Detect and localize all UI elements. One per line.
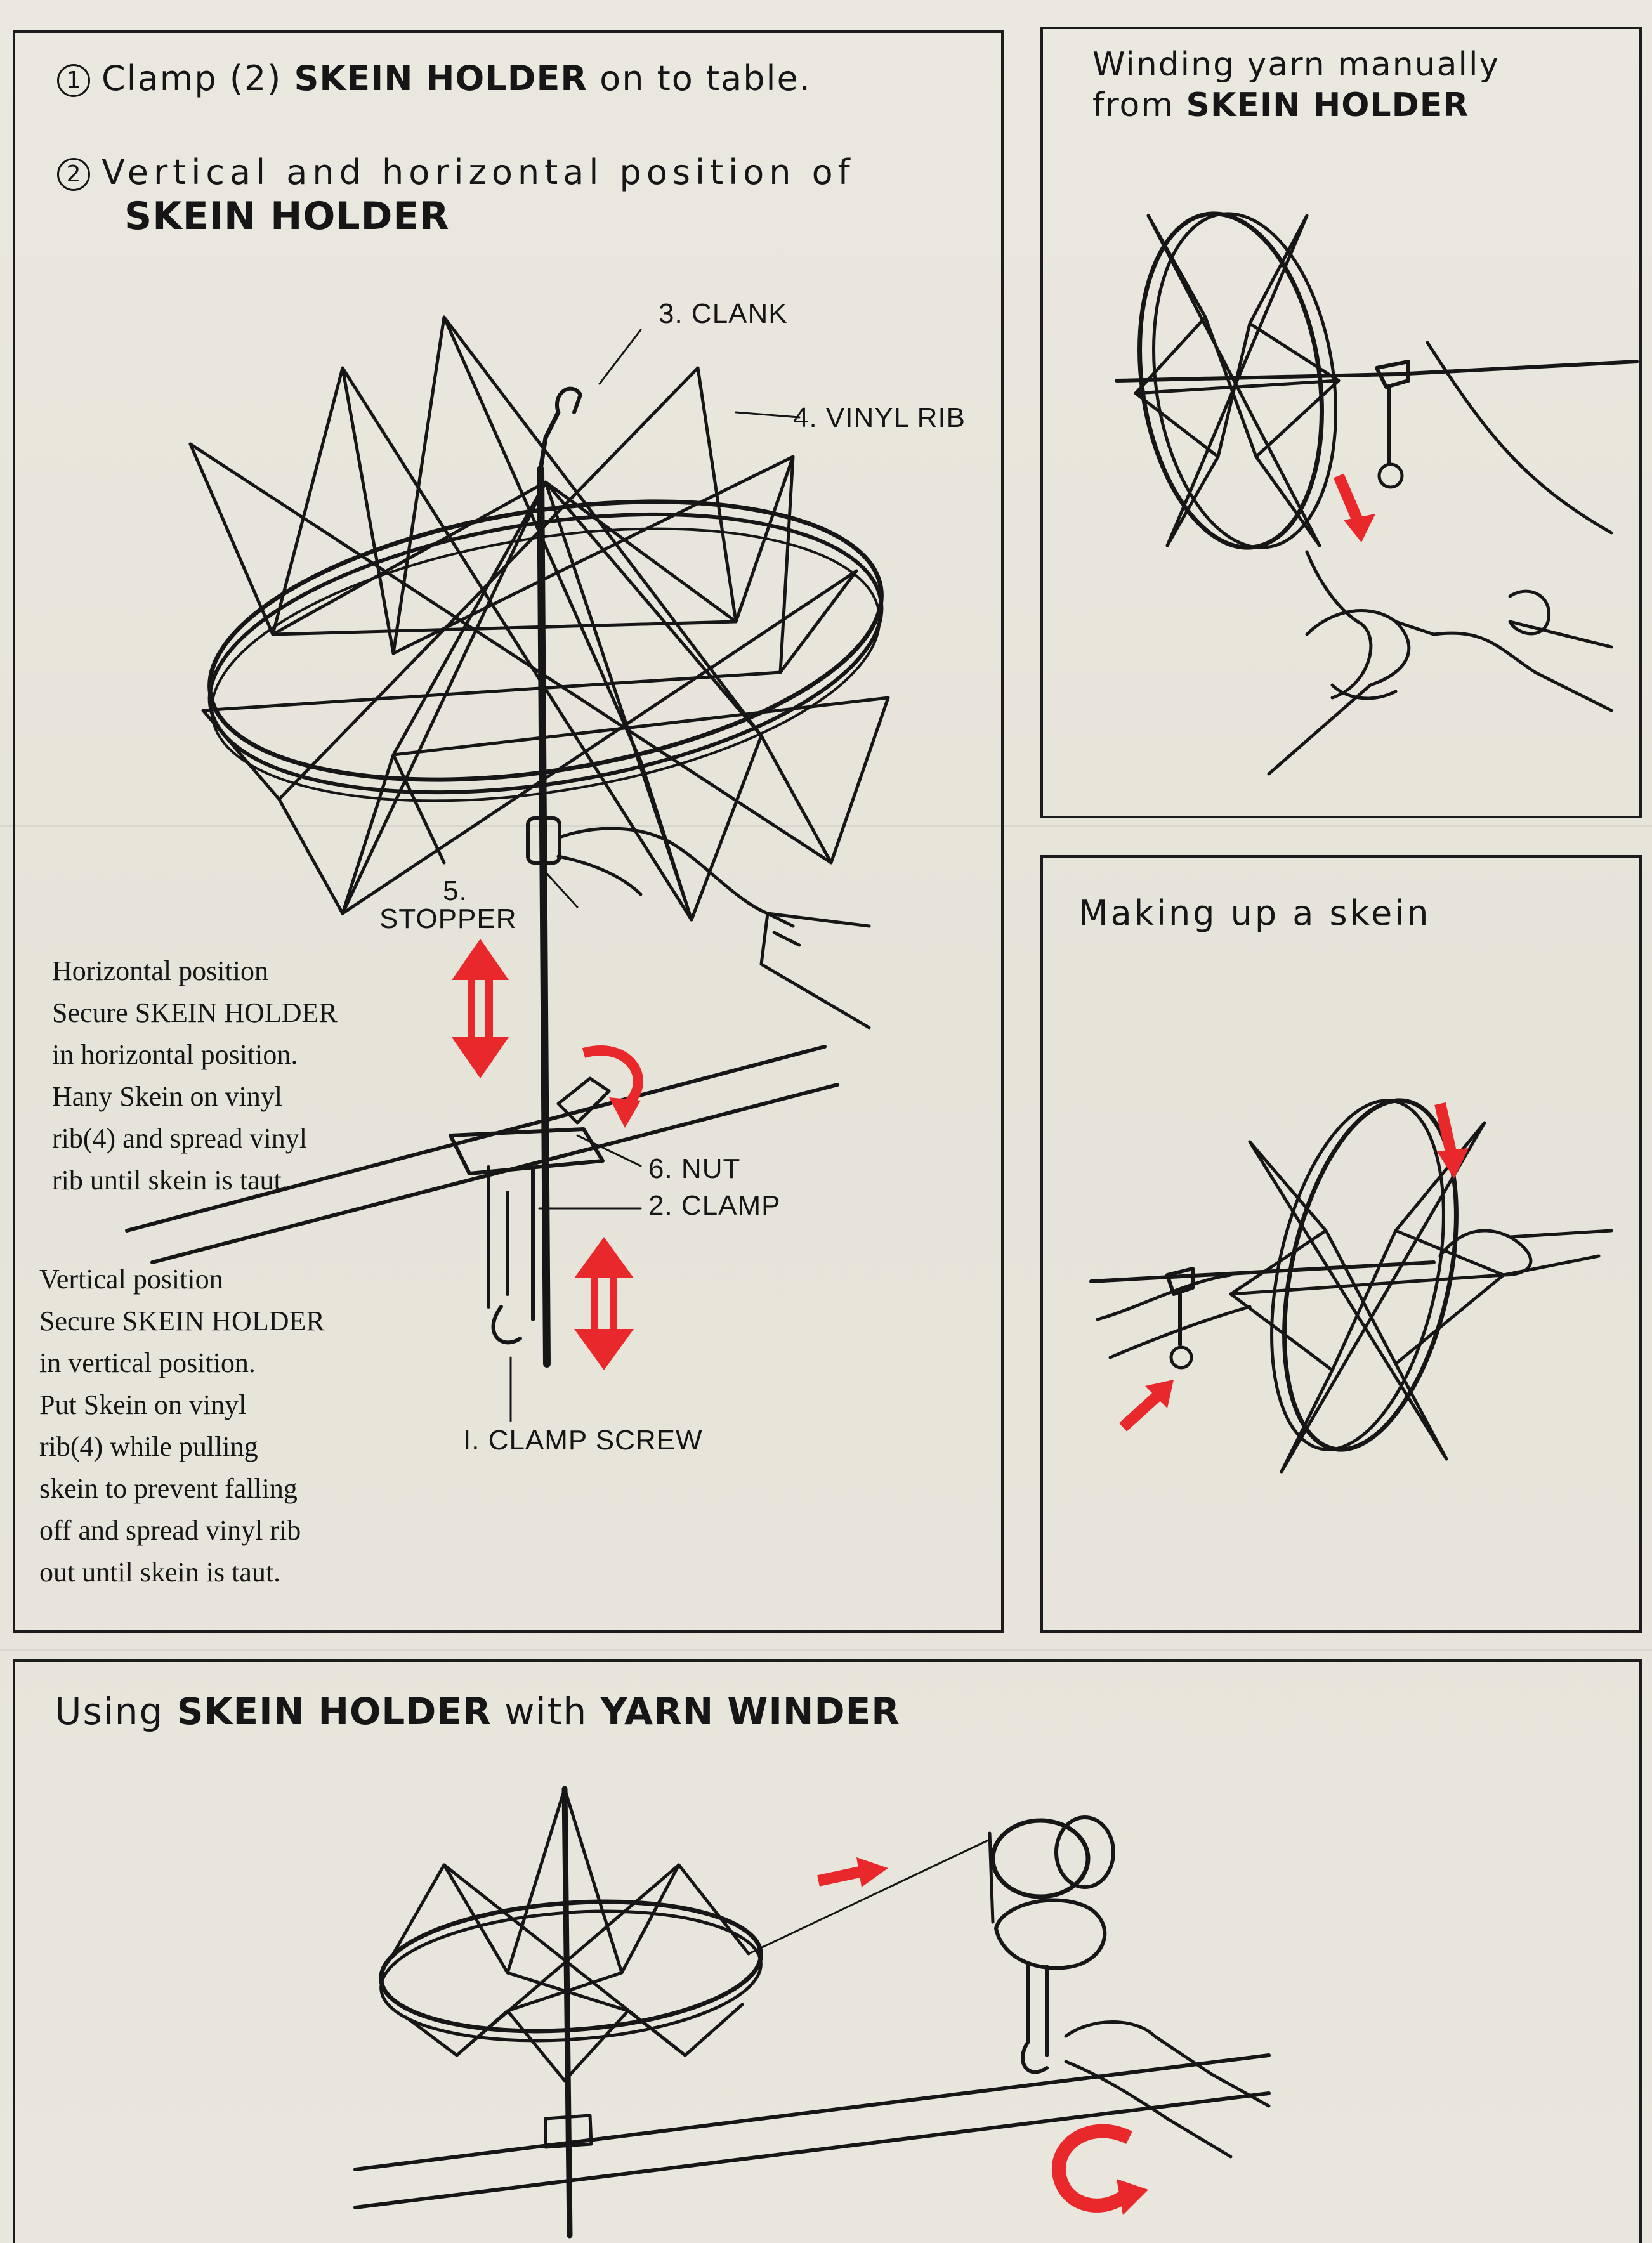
double-arrow-icon [452,939,509,1078]
arrow-icon [1333,473,1375,542]
making-skein-illustration [1089,1098,1613,1474]
making-skein-heading: Making up a skein [1078,893,1431,933]
paper-fold [0,1649,1652,1651]
step-number: 2 [57,158,90,191]
double-arrow-icon [574,1237,634,1370]
yarn-winder-illustration [353,1786,1271,2239]
assembly-panel [13,30,1004,1633]
yarn-winder-heading: Using SKEIN HOLDER with YARN WINDER [55,1690,900,1733]
horizontal-position-description: Horizontal position Secure SKEIN HOLDER … [52,955,338,1196]
manual-winding-heading: Winding yarn manually [1092,46,1500,84]
making-skein-panel [1040,855,1642,1633]
arrow-icon [1118,1380,1174,1432]
skein-holder-illustration [125,315,890,1422]
nut-label: 6. NUT [648,1153,741,1184]
clamp-label: 2. CLAMP [648,1190,781,1221]
curved-arrow-icon [1051,2124,1148,2215]
manual-winding-panel [1040,27,1642,818]
stopper-label: STOPPER [379,903,517,934]
arrow-icon [1434,1102,1469,1179]
clank-label: 3. CLANK [659,298,788,329]
paper-fold [0,825,1652,827]
stopper-number-label: 5. [443,875,468,906]
manual-winding-illustration [1115,211,1639,776]
vertical-position-description: Vertical position Secure SKEIN HOLDER in… [39,1264,325,1588]
vinyl-rib-label: 4. VINYL RIB [793,402,966,433]
clamp-screw-label: I. CLAMP SCREW [463,1425,703,1456]
curved-arrow-icon [582,1045,643,1128]
yarn-winder-panel [13,1659,1642,2243]
manual-winding-heading-line2: from SKEIN HOLDER [1092,86,1469,124]
step-2-heading-line2: SKEIN HOLDER [124,194,450,239]
arrow-icon [817,1857,888,1887]
step-number: 1 [57,64,90,97]
